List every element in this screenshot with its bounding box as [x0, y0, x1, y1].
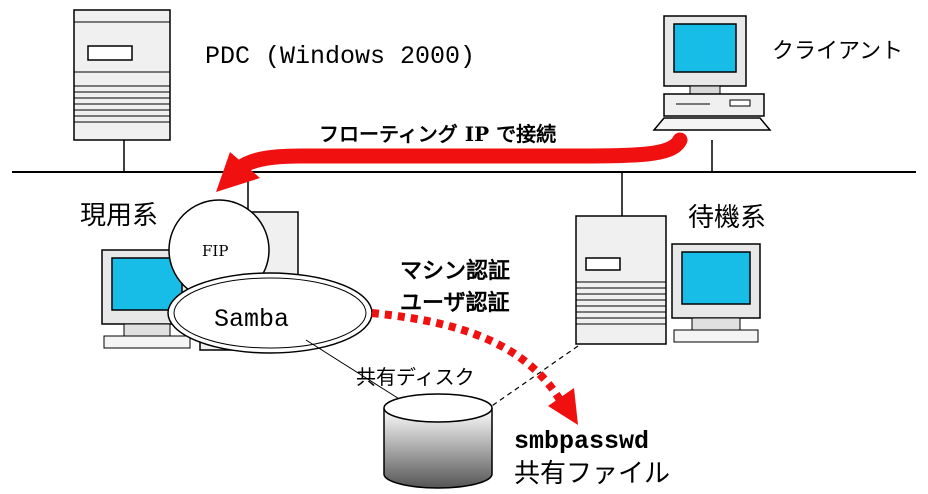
- shared-file-label: 共有ファイル: [514, 459, 670, 489]
- machine-auth-label: マシン認証: [400, 258, 510, 284]
- pdc-server-icon: [73, 9, 171, 141]
- active-label: 現用系: [80, 201, 158, 231]
- fip-label: FIP: [202, 242, 228, 260]
- floating-ip-arrow: [232, 132, 688, 176]
- smbpasswd-arrow: [371, 309, 564, 403]
- shared-disk-icon: [383, 393, 493, 489]
- client-label: クライアント: [772, 39, 903, 64]
- smbpasswd-arrowhead: [548, 388, 578, 425]
- user-auth-label: ユーザ認証: [400, 290, 510, 316]
- samba-label: Samba: [214, 305, 289, 334]
- client-pc-icon: [652, 15, 772, 131]
- pdc-label: PDC (Windows 2000): [205, 42, 475, 71]
- active-disk-line: [305, 339, 405, 403]
- smbpasswd-label: smbpasswd: [514, 427, 649, 456]
- standby-label: 待機系: [688, 203, 766, 233]
- standby-disk-line: [485, 345, 579, 411]
- floating-ip-arrowhead: [216, 152, 260, 192]
- floating-ip-label: フローティング IP で接続: [319, 122, 556, 146]
- shared-disk-label: 共有ディスク: [356, 365, 475, 389]
- standby-server-icon: [575, 215, 761, 345]
